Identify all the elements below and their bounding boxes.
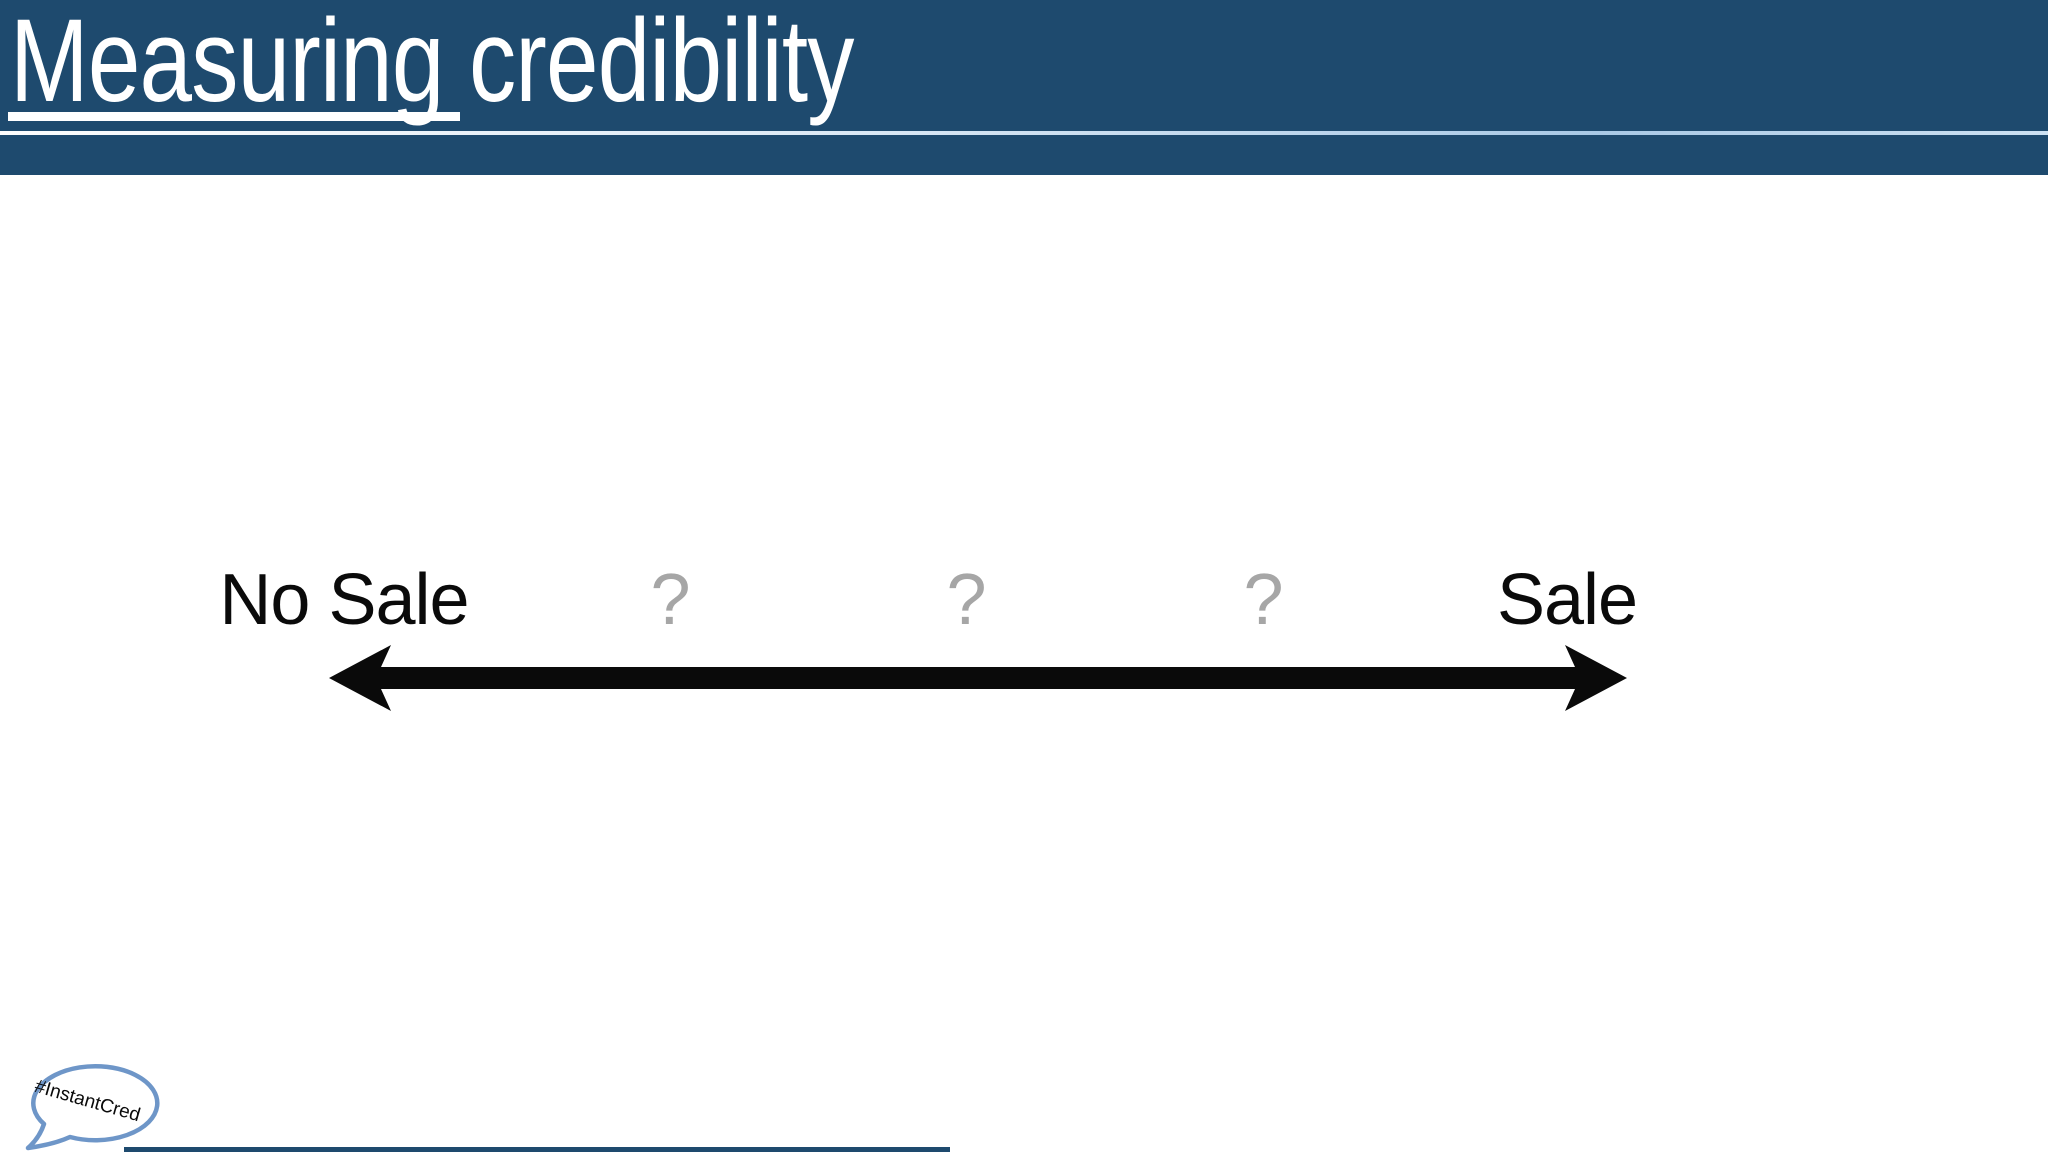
double-arrow-icon: [329, 645, 1627, 711]
header-band: Measuring credibility: [0, 0, 2048, 175]
scale-label-question-1: ?: [650, 560, 690, 640]
scale-label-no-sale: No Sale: [219, 560, 469, 640]
scale-label-sale: Sale: [1496, 560, 1638, 640]
title-underline: [8, 112, 460, 121]
bottom-accent-bar: [124, 1147, 950, 1152]
scale-label-question-2: ?: [946, 560, 986, 640]
title-word-rest: credibility: [468, 0, 854, 127]
speech-bubble-icon: [25, 1063, 160, 1151]
page-title: Measuring credibility: [10, 2, 854, 120]
scale-label-question-3: ?: [1243, 560, 1283, 640]
title-word-underlined: Measuring: [10, 0, 444, 127]
header-divider-line: [0, 131, 2048, 135]
